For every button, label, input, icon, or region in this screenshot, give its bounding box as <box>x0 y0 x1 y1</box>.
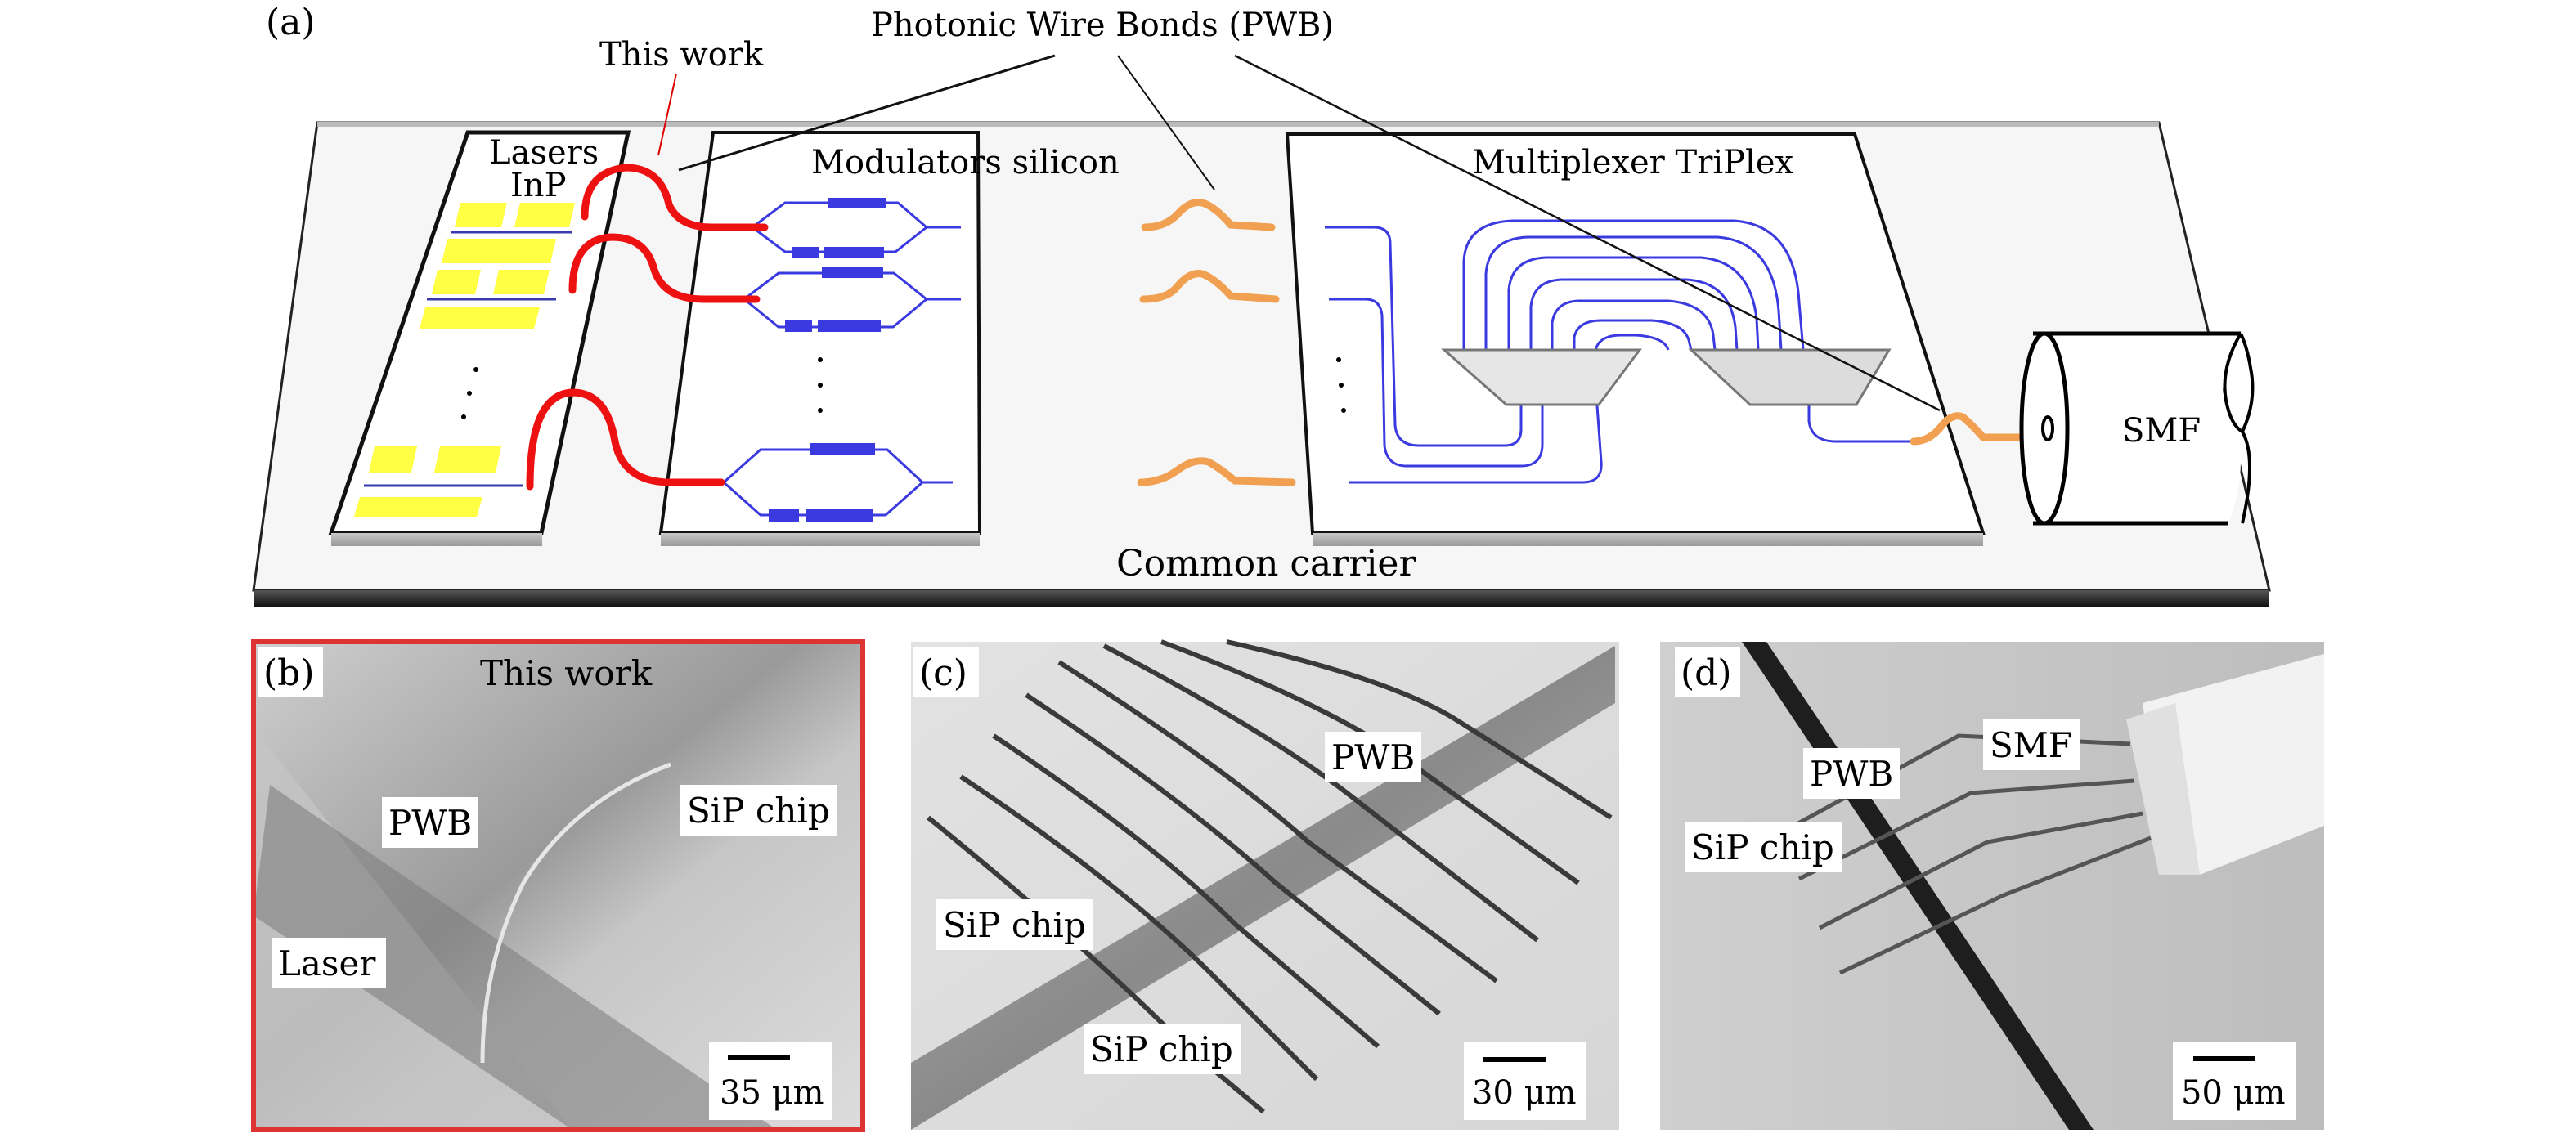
panel-a: (a) Common carrier <box>252 2 2271 607</box>
pwb-wires-d <box>1777 733 2152 975</box>
laser-pads <box>354 203 575 517</box>
mux-waveguides <box>1325 219 1910 484</box>
pwb-wire-b <box>480 762 671 1064</box>
mux-block-right <box>1688 348 1892 406</box>
pwb-bonds <box>1137 199 2036 486</box>
callout-lines <box>657 54 1941 412</box>
panel-b-laser-label: Laser <box>278 943 376 983</box>
scale-bar-d: 50 μm <box>2173 1042 2296 1120</box>
multiplexer-label: Multiplexer TriPlex <box>1472 144 1793 181</box>
pwb-callout: Photonic Wire Bonds (PWB) <box>871 7 1334 44</box>
panel-b-title: This work <box>480 653 653 693</box>
panel-d-label: (d) <box>1681 652 1732 694</box>
multiplexer-chip <box>1285 132 1986 546</box>
panel-d-sip-chip-label: SiP chip <box>1691 827 1834 867</box>
this-work-bonds <box>526 164 769 491</box>
common-carrier-label: Common carrier <box>1116 543 1416 585</box>
smf-label: SMF <box>2122 412 2201 450</box>
lasers-label-line1: Lasers <box>489 134 599 172</box>
mux-block-left <box>1441 348 1642 406</box>
panel-d-pwb-label: PWB <box>1810 754 1893 794</box>
pwb-wires-c <box>927 639 1613 1114</box>
panel-b-pwb-label: PWB <box>388 803 472 843</box>
panel-c-sip-chip-label-2: SiP chip <box>1090 1029 1233 1069</box>
panel-c-sip-chip-label-1: SiP chip <box>943 905 1086 945</box>
lasers-chip <box>328 130 631 546</box>
smf-fiber <box>2019 331 2255 526</box>
panel-d-smf-label: SMF <box>1990 725 2072 765</box>
scale-bar-c: 30 μm <box>1464 1042 1586 1120</box>
panel-c-pwb-label: PWB <box>1331 737 1415 777</box>
panel-b: (b) This work PWB SiP chip Laser 35 μm <box>251 639 865 1132</box>
panel-d: (d) PWB SMF SiP chip 50 μm <box>1660 642 2324 1130</box>
scale-bar-c-label: 30 μm <box>1472 1074 1577 1112</box>
scale-bar-b-label: 35 μm <box>720 1074 824 1112</box>
panel-b-sip-chip-label: SiP chip <box>687 791 830 831</box>
scale-bar-b: 35 μm <box>709 1042 832 1120</box>
this-work-callout: This work <box>599 36 764 74</box>
scale-bar-d-label: 50 μm <box>2181 1074 2286 1112</box>
lasers-label-line2: InP <box>510 167 566 204</box>
panel-c: (c) PWB SiP chip SiP chip 30 μm <box>911 639 1619 1130</box>
panel-b-label: (b) <box>263 652 315 694</box>
panel-c-label: (c) <box>919 652 967 694</box>
modulators-label: Modulators silicon <box>811 144 1120 181</box>
panel-a-label: (a) <box>266 2 316 43</box>
